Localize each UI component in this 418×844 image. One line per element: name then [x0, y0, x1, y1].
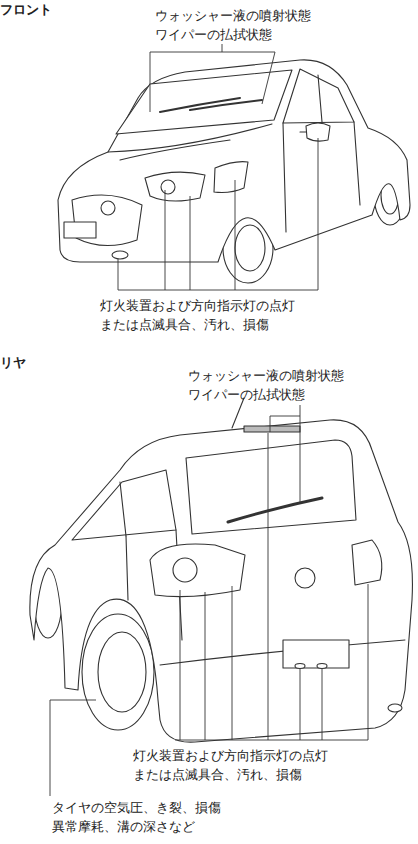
- car-body: [58, 60, 410, 262]
- callout-text: ウォッシャー液の噴射状態 ワイパーの払拭状態: [155, 6, 327, 44]
- antenna: [232, 398, 244, 428]
- high-mount-stop-lamp: [244, 426, 300, 432]
- taillight: [150, 544, 245, 597]
- rear-window: [186, 440, 356, 534]
- leader-line: [270, 405, 300, 503]
- headlight: [214, 162, 248, 193]
- license-plate-area: [283, 640, 349, 668]
- fog-lamp: [112, 251, 128, 259]
- door-line: [283, 122, 360, 232]
- leader-lines: [118, 44, 318, 290]
- taillight-ring: [173, 558, 197, 582]
- rear-wheel-rim: [98, 632, 146, 712]
- license-lamp: [295, 664, 305, 669]
- side-window: [283, 69, 354, 123]
- mirror-stem: [300, 131, 306, 132]
- front-wheel-rim: [235, 225, 265, 271]
- leader-line: [50, 700, 96, 796]
- callout-text: 灯火装置および方向指示灯の点灯 または点滅具合、汚れ、損傷: [133, 746, 348, 784]
- license-plate: [64, 222, 96, 238]
- headlight: [145, 172, 205, 201]
- windshield: [116, 70, 292, 134]
- callout-text: ウォッシャー液の噴射状態 ワイパーの払拭状態: [188, 366, 360, 404]
- front-car: [58, 60, 410, 283]
- emblem: [101, 201, 115, 215]
- taillight: [352, 540, 382, 585]
- rear-wheel: [82, 614, 154, 730]
- license-lamp: [317, 664, 327, 669]
- car-body: [30, 420, 413, 742]
- wiper: [160, 98, 262, 112]
- exhaust: [388, 704, 402, 712]
- hood-crease: [120, 140, 230, 160]
- headlight-lens: [161, 180, 175, 194]
- side-window: [72, 470, 176, 540]
- leader-line: [175, 433, 368, 740]
- emblem: [295, 568, 315, 588]
- window-pillar: [318, 75, 322, 122]
- section-heading: リヤ: [0, 353, 80, 372]
- leader-line: [150, 44, 275, 112]
- section-heading: フロント: [0, 0, 100, 19]
- rear-car: [30, 398, 413, 742]
- leader-lines: [50, 405, 368, 796]
- rear-wiper: [228, 498, 322, 522]
- callout-text: タイヤの空気圧、き裂、損傷 異常摩耗、溝の深さなど: [52, 798, 244, 836]
- hood-line: [108, 124, 272, 152]
- leader-line: [118, 138, 318, 290]
- window-pillar: [120, 482, 126, 536]
- callout-text: 灯火装置および方向指示灯の点灯 または点滅具合、汚れ、損傷: [100, 296, 315, 334]
